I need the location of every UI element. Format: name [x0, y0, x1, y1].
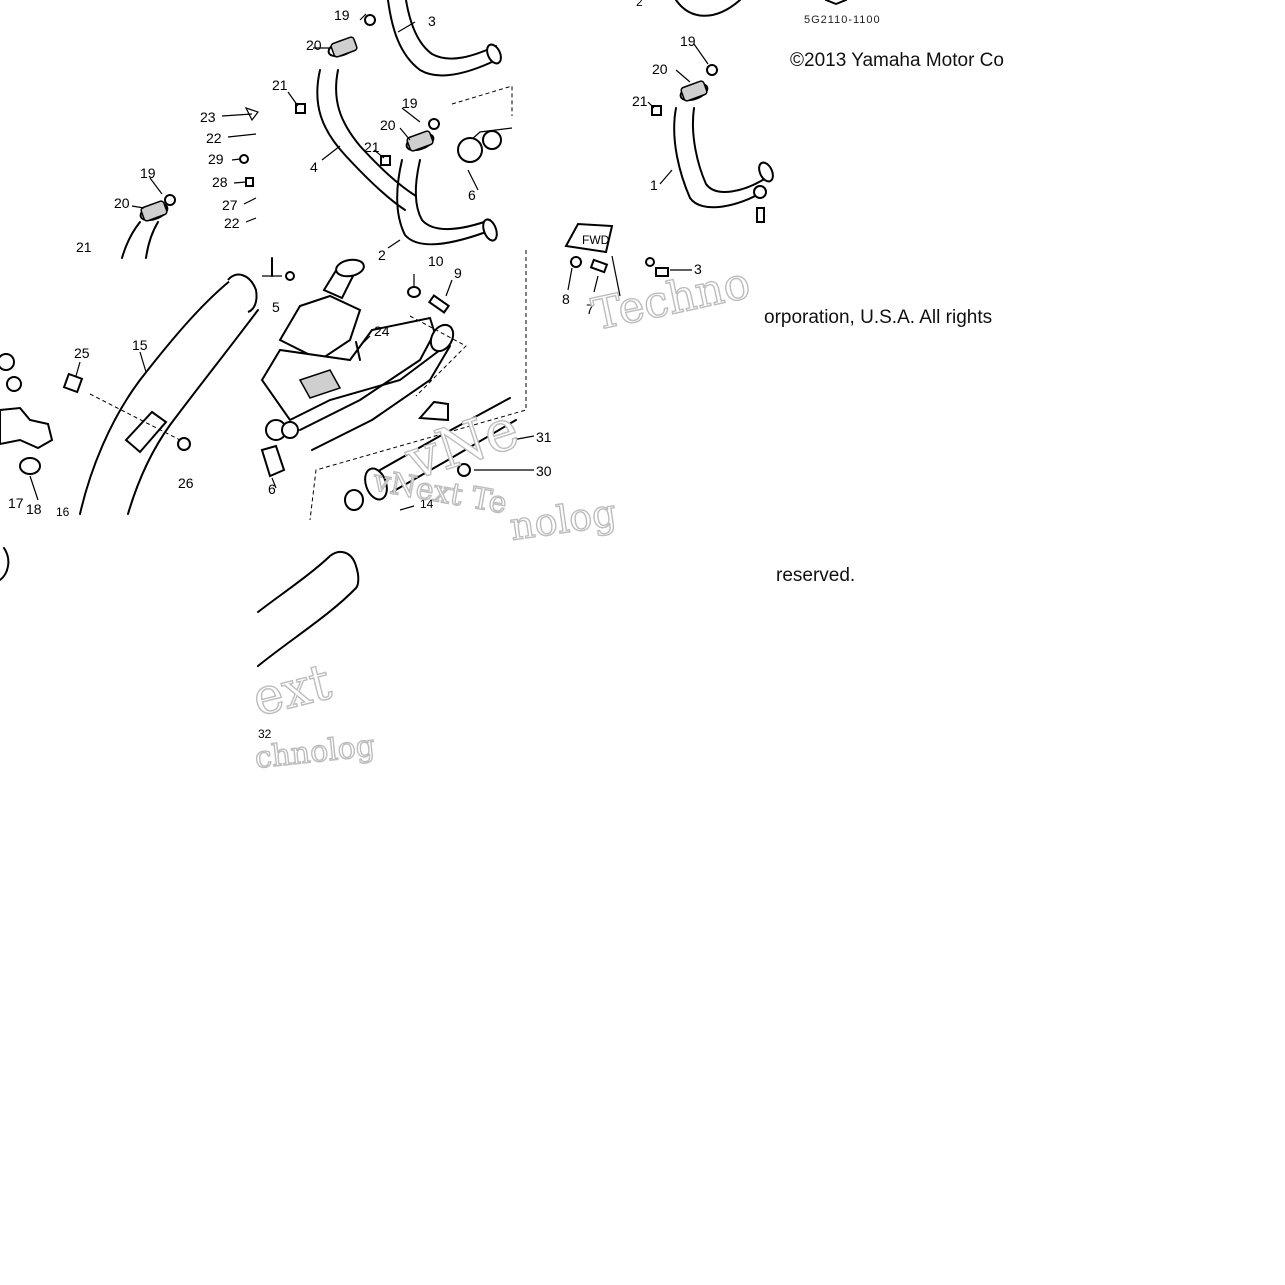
tile-right-mid: FWD 8 7 3 — [562, 222, 702, 317]
part-code-label: 5G2110-1100 — [804, 14, 881, 26]
callout-5: 5 — [272, 299, 280, 315]
callout-6: 6 — [468, 187, 476, 203]
callout-7: 7 — [586, 301, 594, 317]
callout-17: 17 — [8, 495, 24, 511]
watermark-text: vNe — [397, 396, 526, 493]
callout-19: 19 — [334, 7, 350, 23]
callout-29: 29 — [208, 151, 224, 167]
callout-20: 20 — [652, 61, 668, 77]
tile-top-center: 19 3 20 21 19 20 21 4 6 2 — [272, 0, 513, 263]
callout-14: 14 — [420, 497, 434, 511]
callout-6: 6 — [268, 481, 276, 497]
callout-32: 32 — [258, 727, 272, 741]
callout-16: 16 — [56, 505, 70, 519]
callout-23: 23 — [200, 109, 216, 125]
callout-25: 25 — [74, 345, 90, 361]
callout-22: 22 — [206, 130, 222, 146]
callout-19: 19 — [680, 33, 696, 49]
callout-2: 2 — [636, 0, 643, 9]
callout-31: 31 — [536, 429, 552, 445]
tile-left: 23 22 29 28 27 22 19 20 21 25 15 26 — [0, 106, 259, 581]
callout-21: 21 — [272, 77, 288, 93]
callout-24: 24 — [374, 323, 390, 339]
callout-3: 3 — [428, 13, 436, 29]
callout-9: 9 — [454, 265, 462, 281]
callout-20: 20 — [380, 117, 396, 133]
callout-27: 27 — [222, 197, 238, 213]
callout-21: 21 — [632, 93, 648, 109]
callout-1: 1 — [650, 177, 658, 193]
callout-28: 28 — [212, 174, 228, 190]
callout-22: 22 — [224, 215, 240, 231]
copyright-line-3: reserved. — [776, 565, 856, 586]
callout-19: 19 — [402, 95, 418, 111]
tile-center: 5 10 9 24 6 31 30 14 — [260, 250, 552, 521]
callout-18: 18 — [26, 501, 42, 517]
callout-4: 4 — [310, 159, 318, 175]
watermark-text: nolog — [507, 490, 619, 548]
callout-30: 30 — [536, 463, 552, 479]
watermark-text: chnolog — [253, 729, 376, 776]
tile-bottom: 32 — [257, 550, 360, 741]
callout-19: 19 — [140, 165, 156, 181]
copyright-line-1: ©2013 Yamaha Motor Co — [790, 50, 1004, 71]
callout-15: 15 — [132, 337, 148, 353]
fwd-tag-label: FWD — [582, 233, 610, 247]
callout-20: 20 — [306, 37, 322, 53]
callout-8: 8 — [562, 291, 570, 307]
callout-2: 2 — [378, 247, 386, 263]
callout-21: 21 — [364, 139, 380, 155]
callout-21: 21 — [76, 239, 92, 255]
copyright-line-2: orporation, U.S.A. All rights — [764, 307, 993, 328]
callout-20: 20 — [114, 195, 130, 211]
callout-26: 26 — [178, 475, 194, 491]
callout-10: 10 — [428, 253, 444, 269]
callout-3: 3 — [694, 261, 702, 277]
tile-top-right: 5G2110-1100 2 19 20 21 1 — [632, 0, 881, 223]
